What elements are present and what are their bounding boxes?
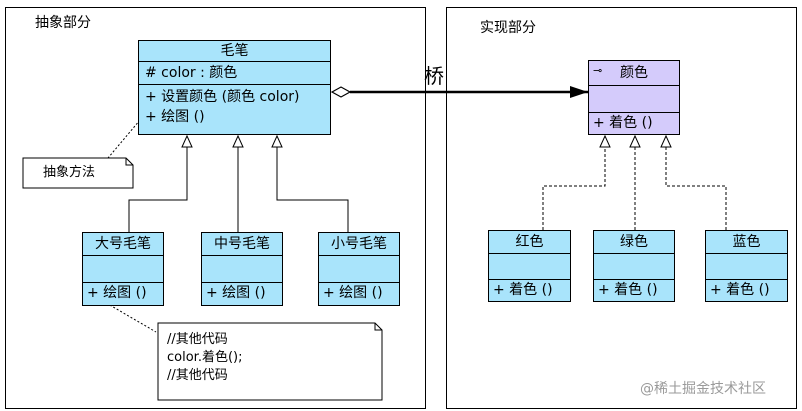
aggregation-diamond-icon bbox=[330, 86, 352, 98]
color-interface-header: ⊸ 颜色 bbox=[589, 61, 679, 86]
red-class-name: 红色 bbox=[489, 231, 570, 254]
brush-op-draw: + 绘图 () bbox=[145, 109, 205, 125]
red-class-op: + 着色 () bbox=[493, 282, 553, 298]
large-brush-inheritance-line bbox=[128, 134, 193, 232]
color-interface-name: 颜色 bbox=[620, 65, 648, 81]
color-interface-op: + 着色 () bbox=[593, 115, 653, 131]
small-brush-class[interactable]: 小号毛笔 + 绘图 () bbox=[318, 232, 400, 306]
abstraction-panel-title: 抽象部分 bbox=[35, 15, 91, 31]
watermark: @稀土掘金技术社区 bbox=[640, 381, 766, 397]
brush-class-name: 毛笔 bbox=[139, 41, 330, 62]
implementation-panel-title: 实现部分 bbox=[480, 20, 536, 36]
blue-class-name: 蓝色 bbox=[706, 231, 787, 254]
abstract-method-note-fold bbox=[125, 158, 133, 166]
large-brush-name: 大号毛笔 bbox=[83, 233, 163, 256]
code-note-text: //其他代码 color.着色(); //其他代码 bbox=[167, 331, 242, 385]
code-note-anchor bbox=[95, 296, 157, 333]
green-class-name: 绿色 bbox=[594, 231, 674, 254]
green-class[interactable]: 绿色 + 着色 () bbox=[593, 230, 675, 302]
large-brush-attributes bbox=[83, 256, 163, 283]
blue-realization-line bbox=[660, 134, 727, 230]
red-realization-line bbox=[542, 134, 611, 230]
medium-brush-op: + 绘图 () bbox=[206, 285, 266, 301]
green-class-attributes bbox=[594, 254, 674, 280]
abstract-method-note-text: 抽象方法 bbox=[43, 165, 96, 180]
brush-attribute: # color : 颜色 bbox=[139, 62, 330, 85]
bridge-label: 桥 bbox=[424, 64, 444, 88]
abstract-method-note-shape bbox=[22, 157, 134, 189]
color-interface-attributes bbox=[589, 86, 679, 113]
code-note-shape bbox=[157, 322, 383, 401]
green-class-op: + 着色 () bbox=[598, 282, 658, 298]
code-note-line-2: color.着色(); bbox=[167, 350, 243, 365]
blue-class-attributes bbox=[706, 254, 787, 280]
brush-operations: + 设置颜色 (颜色 color) + 绘图 () bbox=[139, 85, 330, 127]
blue-class-op: + 着色 () bbox=[710, 282, 770, 298]
color-interface[interactable]: ⊸ 颜色 + 着色 () bbox=[588, 60, 680, 135]
medium-brush-name: 中号毛笔 bbox=[202, 233, 282, 256]
code-note-line-3: //其他代码 bbox=[167, 368, 228, 383]
abstract-method-note-anchor bbox=[107, 119, 141, 159]
brush-op-set-color: + 设置颜色 (颜色 color) bbox=[145, 89, 300, 105]
medium-brush-class[interactable]: 中号毛笔 + 绘图 () bbox=[201, 232, 283, 306]
small-brush-name: 小号毛笔 bbox=[319, 233, 399, 256]
large-brush-op: + 绘图 () bbox=[87, 285, 147, 301]
red-class[interactable]: 红色 + 着色 () bbox=[488, 230, 571, 302]
small-brush-op: + 绘图 () bbox=[323, 285, 383, 301]
interface-icon: ⊸ bbox=[593, 64, 603, 77]
brush-class[interactable]: 毛笔 # color : 颜色 + 设置颜色 (颜色 color) + 绘图 (… bbox=[138, 40, 331, 135]
red-class-attributes bbox=[489, 254, 570, 280]
code-note-fold bbox=[374, 323, 382, 331]
blue-class[interactable]: 蓝色 + 着色 () bbox=[705, 230, 788, 302]
small-brush-attributes bbox=[319, 256, 399, 283]
large-brush-class[interactable]: 大号毛笔 + 绘图 () bbox=[82, 232, 164, 306]
medium-brush-attributes bbox=[202, 256, 282, 283]
small-brush-inheritance-line bbox=[271, 134, 349, 232]
code-note-line-1: //其他代码 bbox=[167, 332, 228, 347]
